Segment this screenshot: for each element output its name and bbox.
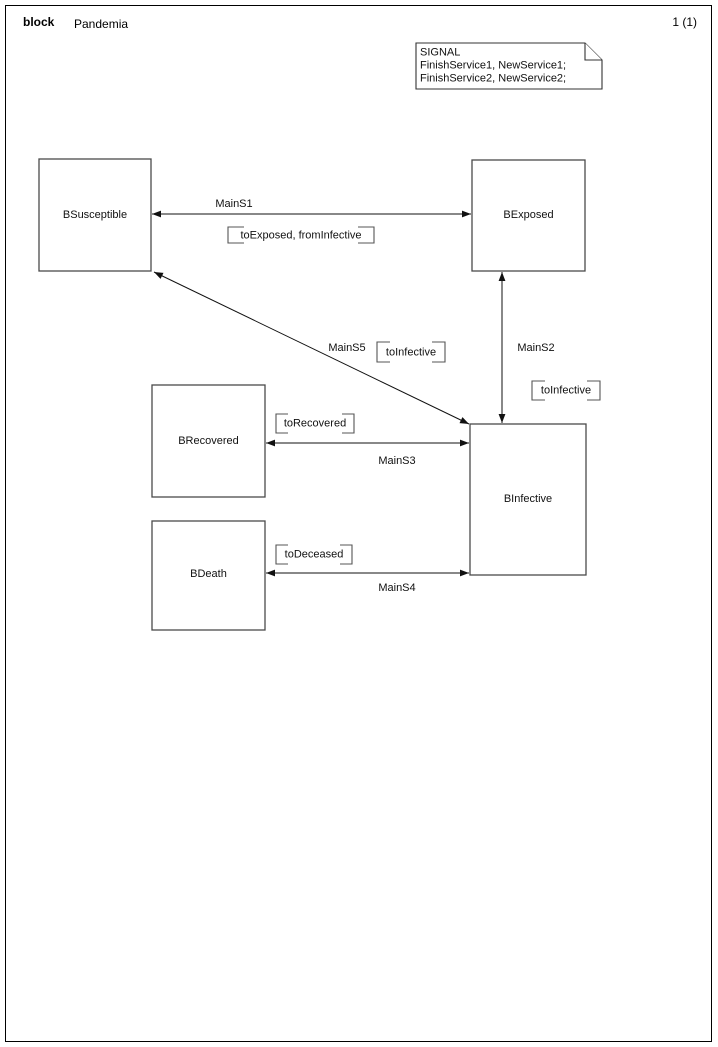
signal-line-2: FinishService2, NewService2; [420, 72, 566, 84]
page-number: 1 (1) [672, 15, 697, 29]
signal-keyword: SIGNAL [420, 46, 460, 58]
signal-list-mains2-text: toInfective [541, 384, 591, 396]
block-brecovered-label: BRecovered [178, 435, 239, 447]
channel-mains5-arrow [153, 271, 470, 425]
signal-list-mains3-text: toRecovered [284, 417, 346, 429]
block-binfective-label: BInfective [504, 493, 552, 505]
text-symbol-fold-icon [584, 43, 602, 61]
block-bsusceptible-label: BSusceptible [63, 209, 127, 221]
signal-list-bracket-icon [275, 413, 355, 434]
channel-mains3[interactable]: MainS3 toRecovered [266, 413, 469, 467]
channel-mains4[interactable]: MainS4 toDeceased [266, 544, 469, 594]
block-bexposed-label: BExposed [503, 209, 553, 221]
channel-mains5-label: MainS5 [328, 342, 365, 354]
block-bexposed-box [471, 159, 586, 272]
signal-list-bracket-icon [275, 544, 353, 565]
diagram-kind-keyword: block [23, 15, 55, 29]
channel-mains3-label: MainS3 [378, 455, 415, 467]
block-bsusceptible-box [38, 158, 152, 272]
block-bdeath[interactable]: BDeath [151, 520, 266, 631]
signal-list-mains5-text: toInfective [386, 346, 436, 358]
signal-list-mains1-text: toExposed, fromInfective [240, 229, 361, 241]
signal-list-bracket-icon [531, 380, 601, 401]
block-binfective-box [469, 423, 587, 576]
channel-mains1[interactable]: MainS1 toExposed, fromInfective [152, 198, 471, 244]
channel-mains5[interactable]: MainS5 toInfective [153, 271, 470, 425]
signal-line-1: FinishService1, NewService1; [420, 59, 566, 71]
channel-mains1-label: MainS1 [215, 198, 252, 210]
channel-mains2[interactable]: MainS2 toInfective [498, 272, 601, 423]
block-bexposed[interactable]: BExposed [471, 159, 586, 272]
signal-list-bracket-icon [227, 226, 375, 244]
signal-list-mains1[interactable]: toExposed, fromInfective [227, 226, 375, 244]
signal-list-mains2[interactable]: toInfective [531, 380, 601, 401]
text-symbol-signal-declaration[interactable]: SIGNAL FinishService1, NewService1; Fini… [415, 42, 603, 90]
channel-mains4-label: MainS4 [378, 582, 415, 594]
page-title: Pandemia [74, 17, 128, 31]
block-brecovered-box [151, 384, 266, 498]
signal-list-bracket-icon [376, 341, 446, 363]
block-brecovered[interactable]: BRecovered [151, 384, 266, 498]
block-bsusceptible[interactable]: BSusceptible [38, 158, 152, 272]
channel-mains2-label: MainS2 [517, 342, 554, 354]
block-bdeath-label: BDeath [190, 568, 227, 580]
signal-list-mains4[interactable]: toDeceased [275, 544, 353, 565]
text-symbol-body [415, 42, 603, 90]
signal-list-mains4-text: toDeceased [285, 548, 344, 560]
signal-list-mains3[interactable]: toRecovered [275, 413, 355, 434]
block-binfective[interactable]: BInfective [469, 423, 587, 576]
signal-list-mains5[interactable]: toInfective [376, 341, 446, 363]
block-bdeath-box [151, 520, 266, 631]
